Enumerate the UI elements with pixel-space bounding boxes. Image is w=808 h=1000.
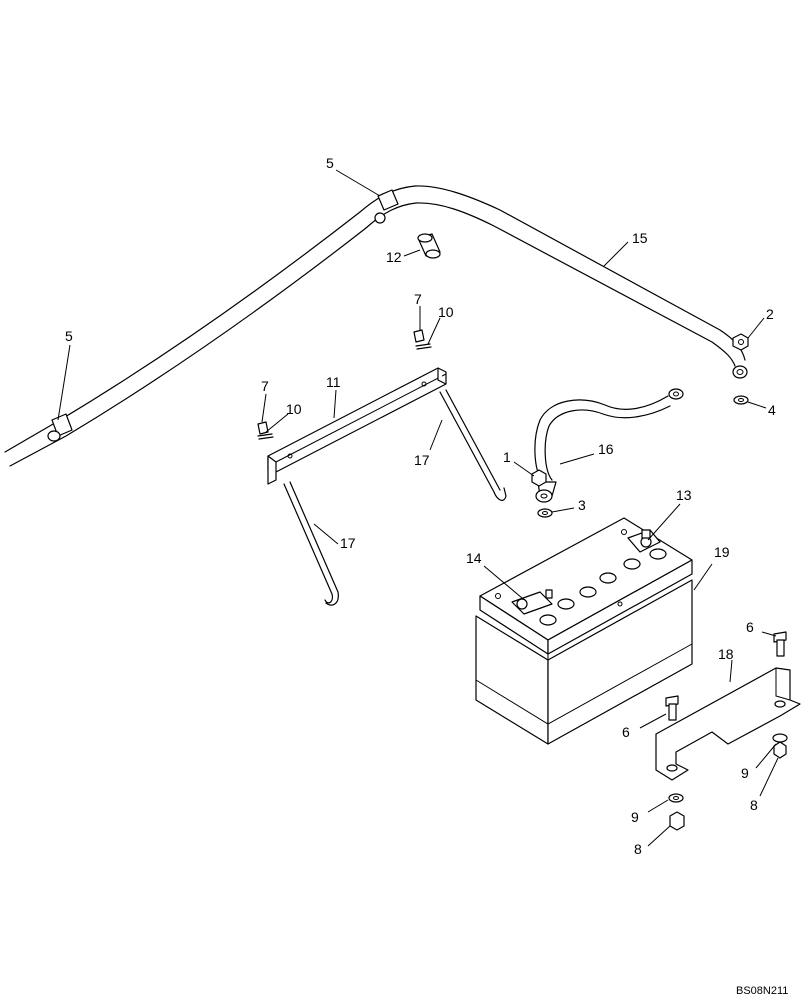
callout-13: 13 (676, 487, 692, 503)
callout-18: 18 (718, 646, 734, 662)
callout-10-upper: 10 (438, 304, 454, 320)
hook-rod-right (439, 389, 507, 501)
callout-7-upper: 7 (414, 291, 422, 307)
callout-2: 2 (766, 306, 774, 322)
washer-3 (537, 508, 553, 518)
callout-1: 1 (503, 449, 511, 465)
callout-labels: 5 5 12 15 2 4 7 10 11 7 10 17 1 16 3 13 … (65, 155, 776, 857)
callout-17-left: 17 (340, 535, 356, 551)
battery (475, 517, 693, 745)
nut-1 (531, 469, 547, 487)
callout-11: 11 (326, 374, 341, 390)
callout-17-right: 17 (414, 452, 430, 468)
callout-4: 4 (768, 402, 776, 418)
nut-8-left (669, 811, 685, 831)
leader-lines (57, 169, 779, 847)
battery-tray-bracket (655, 667, 801, 781)
washer-10-lower (257, 433, 274, 440)
battery-cable-short (534, 388, 684, 503)
callout-19: 19 (714, 544, 730, 560)
nut-8-right (773, 741, 787, 759)
washer-4 (733, 395, 749, 405)
bolt-6-right (773, 631, 787, 657)
drawing-code: BS08N211 (736, 985, 788, 997)
callout-9-left: 9 (631, 809, 639, 825)
callout-15: 15 (632, 230, 648, 246)
nut-7-lower (257, 421, 269, 435)
callout-5-upper: 5 (326, 155, 334, 171)
callout-10-lower: 10 (286, 401, 302, 417)
nut-2 (732, 333, 749, 351)
bolt-6-left (665, 695, 679, 721)
callout-7-lower: 7 (261, 378, 269, 394)
cable-clip-lower (47, 413, 73, 442)
hold-down-bar (267, 367, 447, 485)
washer-10-upper (415, 343, 432, 350)
callout-6-right: 6 (746, 619, 754, 635)
washer-9-left (668, 793, 684, 803)
callout-8-right: 8 (750, 797, 758, 813)
callout-12: 12 (386, 249, 402, 265)
callout-5-lower: 5 (65, 328, 73, 344)
battery-cable-long (4, 185, 748, 467)
callout-14: 14 (466, 550, 482, 566)
callout-9-right: 9 (741, 765, 749, 781)
callout-16: 16 (598, 441, 614, 457)
callout-6-left: 6 (622, 724, 630, 740)
spacer-tube (417, 233, 441, 259)
nut-7-upper (413, 329, 425, 343)
callout-8-left: 8 (634, 841, 642, 857)
terminal-clamp-negative (511, 589, 553, 615)
washer-9-right (772, 733, 788, 743)
hook-rod-left (283, 481, 339, 606)
callout-3: 3 (578, 497, 586, 513)
cable-clip-upper (374, 189, 399, 224)
